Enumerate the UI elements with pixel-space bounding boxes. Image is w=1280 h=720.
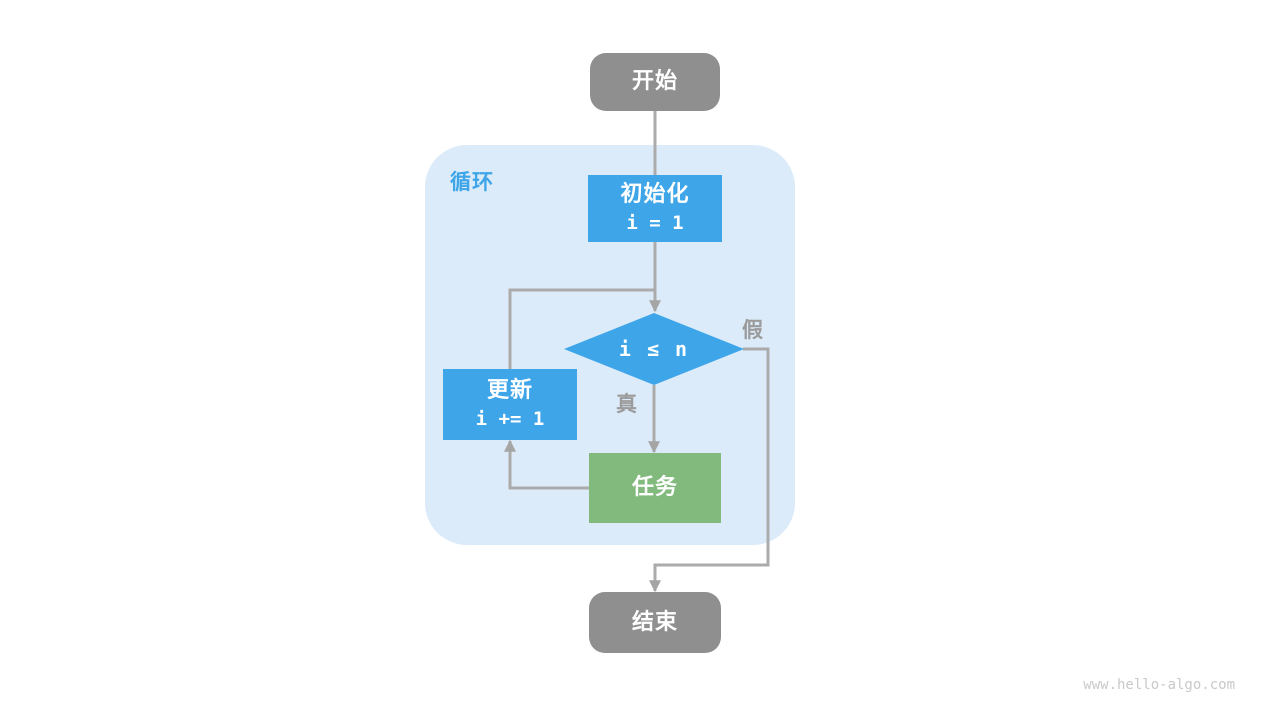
node-start: 开始 <box>590 53 720 111</box>
node-end: 结束 <box>589 592 721 653</box>
loop-region-label: 循环 <box>450 170 494 194</box>
condition-diamond-shape <box>564 313 744 385</box>
edge-label-false: 假 <box>742 318 764 342</box>
node-initialize: 初始化 i = 1 <box>588 175 722 242</box>
node-condition: i ≤ n <box>564 313 744 385</box>
edge-label-true: 真 <box>616 392 638 416</box>
node-condition-label: i ≤ n <box>618 337 690 361</box>
node-task-label: 任务 <box>631 475 678 501</box>
node-task: 任务 <box>589 453 721 523</box>
node-update: 更新 i += 1 <box>443 369 577 440</box>
node-initialize-label: 初始化 <box>620 182 690 208</box>
node-end-label: 结束 <box>631 609 678 635</box>
watermark-url: www.hello-algo.com <box>1083 677 1235 693</box>
node-update-label: 更新 <box>486 378 533 404</box>
node-start-label: 开始 <box>631 69 678 95</box>
node-update-code: i += 1 <box>475 407 545 430</box>
node-initialize-code: i = 1 <box>626 211 684 234</box>
